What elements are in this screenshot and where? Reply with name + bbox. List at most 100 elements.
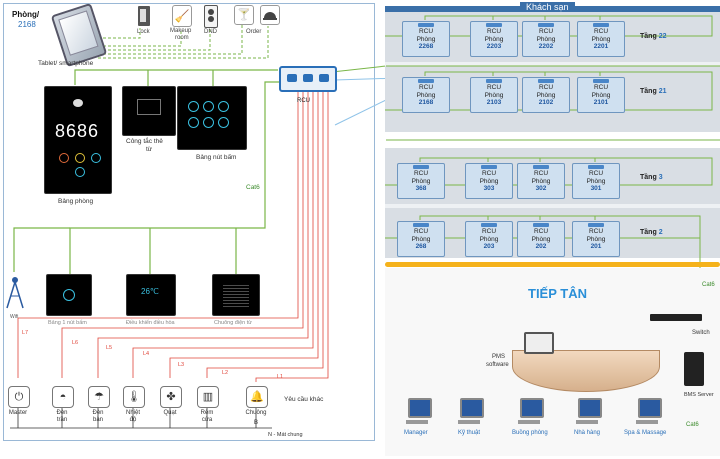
line-l3: L3 <box>178 362 185 368</box>
desk-lamp-icon[interactable]: ☂ <box>88 386 110 408</box>
rcu-module-icon <box>486 23 502 27</box>
doorbell-panel[interactable] <box>212 274 260 316</box>
workstation-manager-label: Manager <box>404 430 428 436</box>
room-label: Phòng/ <box>12 10 40 19</box>
room-display-panel[interactable]: 8686 <box>44 86 112 194</box>
tablet-label: Tablet/ smartphone <box>38 60 94 67</box>
room-rcu-label: RCU <box>413 228 429 235</box>
room-word: Phòng <box>411 235 431 243</box>
ceiling-light-icon[interactable]: ◓ <box>52 386 74 408</box>
floor-divider <box>385 62 720 66</box>
button-panel-label: Bảng nút bấm <box>196 154 237 161</box>
button-panel[interactable] <box>177 86 247 150</box>
room-word: Phòng <box>536 35 556 43</box>
curtain-icon[interactable]: ▥ <box>197 386 219 408</box>
switch-label: Switch <box>692 330 710 336</box>
single-button-panel[interactable] <box>46 274 92 316</box>
ac-control-panel[interactable]: 26℃ <box>126 274 176 316</box>
card-switch-panel[interactable] <box>122 86 176 136</box>
card-switch-label-line1: Công tắc thẻ <box>126 138 163 145</box>
room-number-label: 368 <box>415 185 427 192</box>
floor-21-label: Tầng 21 <box>640 88 666 95</box>
ac-control-label: Điều khiển điều hòa <box>126 320 175 326</box>
room-rcu-label: RCU <box>486 28 502 35</box>
room-word: Phòng <box>484 35 504 43</box>
floor-3-label: Tầng 3 <box>640 174 663 181</box>
rcu-module-icon <box>418 23 434 27</box>
room-panel <box>3 3 375 441</box>
order-label: Order <box>246 29 262 35</box>
line-l7: L7 <box>22 330 29 336</box>
load-temp-label2: độ <box>129 417 137 423</box>
rcu-module-icon <box>593 23 609 27</box>
room-number-label: 2103 <box>486 99 502 106</box>
hotel-title: Khách sạn <box>520 2 575 12</box>
makeup-label-line1: Makeup <box>170 28 192 34</box>
pms-monitor-icon[interactable] <box>524 332 554 354</box>
line-l4: L4 <box>143 351 150 357</box>
neutral-label: N - Mát chung <box>268 432 303 438</box>
workstation-restaurant-label: Nhà hàng <box>574 430 601 436</box>
rcu-module-icon <box>413 165 429 169</box>
dnd-icon[interactable] <box>204 5 218 28</box>
cloche-icon[interactable] <box>260 5 280 25</box>
line-l6: L6 <box>72 340 79 346</box>
room-word: Phòng <box>531 235 551 243</box>
lock-door-icon[interactable] <box>138 6 150 26</box>
room-number-label: 302 <box>535 185 547 192</box>
room-rcu-label: RCU <box>593 84 609 91</box>
room-number-label: 2268 <box>418 43 434 50</box>
room-rcu-label: RCU <box>533 170 549 177</box>
load-curtain-label1: Rèm <box>200 410 214 416</box>
doorbell-label: Chuông điện từ <box>214 320 252 326</box>
room-rcu-label: RCU <box>538 28 554 35</box>
fan-icon[interactable]: ✤ <box>160 386 182 408</box>
cocktail-icon[interactable]: 🍸 <box>234 5 254 25</box>
room-rcu-label: RCU <box>481 170 497 177</box>
room-rcu-label: RCU <box>486 84 502 91</box>
cat6-top-label: Cat6 <box>702 282 715 288</box>
thermometer-icon[interactable]: 🌡 <box>123 386 145 408</box>
room-number-label: 2201 <box>593 43 609 50</box>
room-number-label: 202 <box>535 243 547 250</box>
rcu-module-icon <box>538 79 554 83</box>
workstation-restaurant-icon[interactable] <box>574 398 602 424</box>
room-number-label: 268 <box>415 243 427 250</box>
floor-22-number: 22 <box>658 33 667 40</box>
bell-icon[interactable]: 🔔 <box>246 386 268 408</box>
rcu-label: RCU <box>297 98 310 104</box>
makeup-label-line2: room <box>175 35 189 41</box>
room-word: Phòng <box>591 35 611 43</box>
power-icon[interactable]: ⏻ <box>8 386 30 408</box>
room-number-label: 2101 <box>593 99 609 106</box>
workstation-housekeeping-icon[interactable] <box>516 398 544 424</box>
room-word: Phòng <box>591 91 611 99</box>
line-l2: L2 <box>222 370 229 376</box>
rcu-module-icon <box>588 165 604 169</box>
cat6-label: Cat6 <box>246 184 260 191</box>
workstation-spa-icon[interactable] <box>634 398 662 424</box>
rcu-module-icon <box>593 79 609 83</box>
room-word: Phòng <box>411 177 431 185</box>
maid-icon[interactable]: 🧹 <box>172 5 192 27</box>
load-temp-label1: Nhiệt <box>125 410 140 416</box>
workstation-manager-icon[interactable] <box>404 398 432 424</box>
workstation-technical-icon[interactable] <box>456 398 484 424</box>
reception-desk <box>512 350 660 392</box>
